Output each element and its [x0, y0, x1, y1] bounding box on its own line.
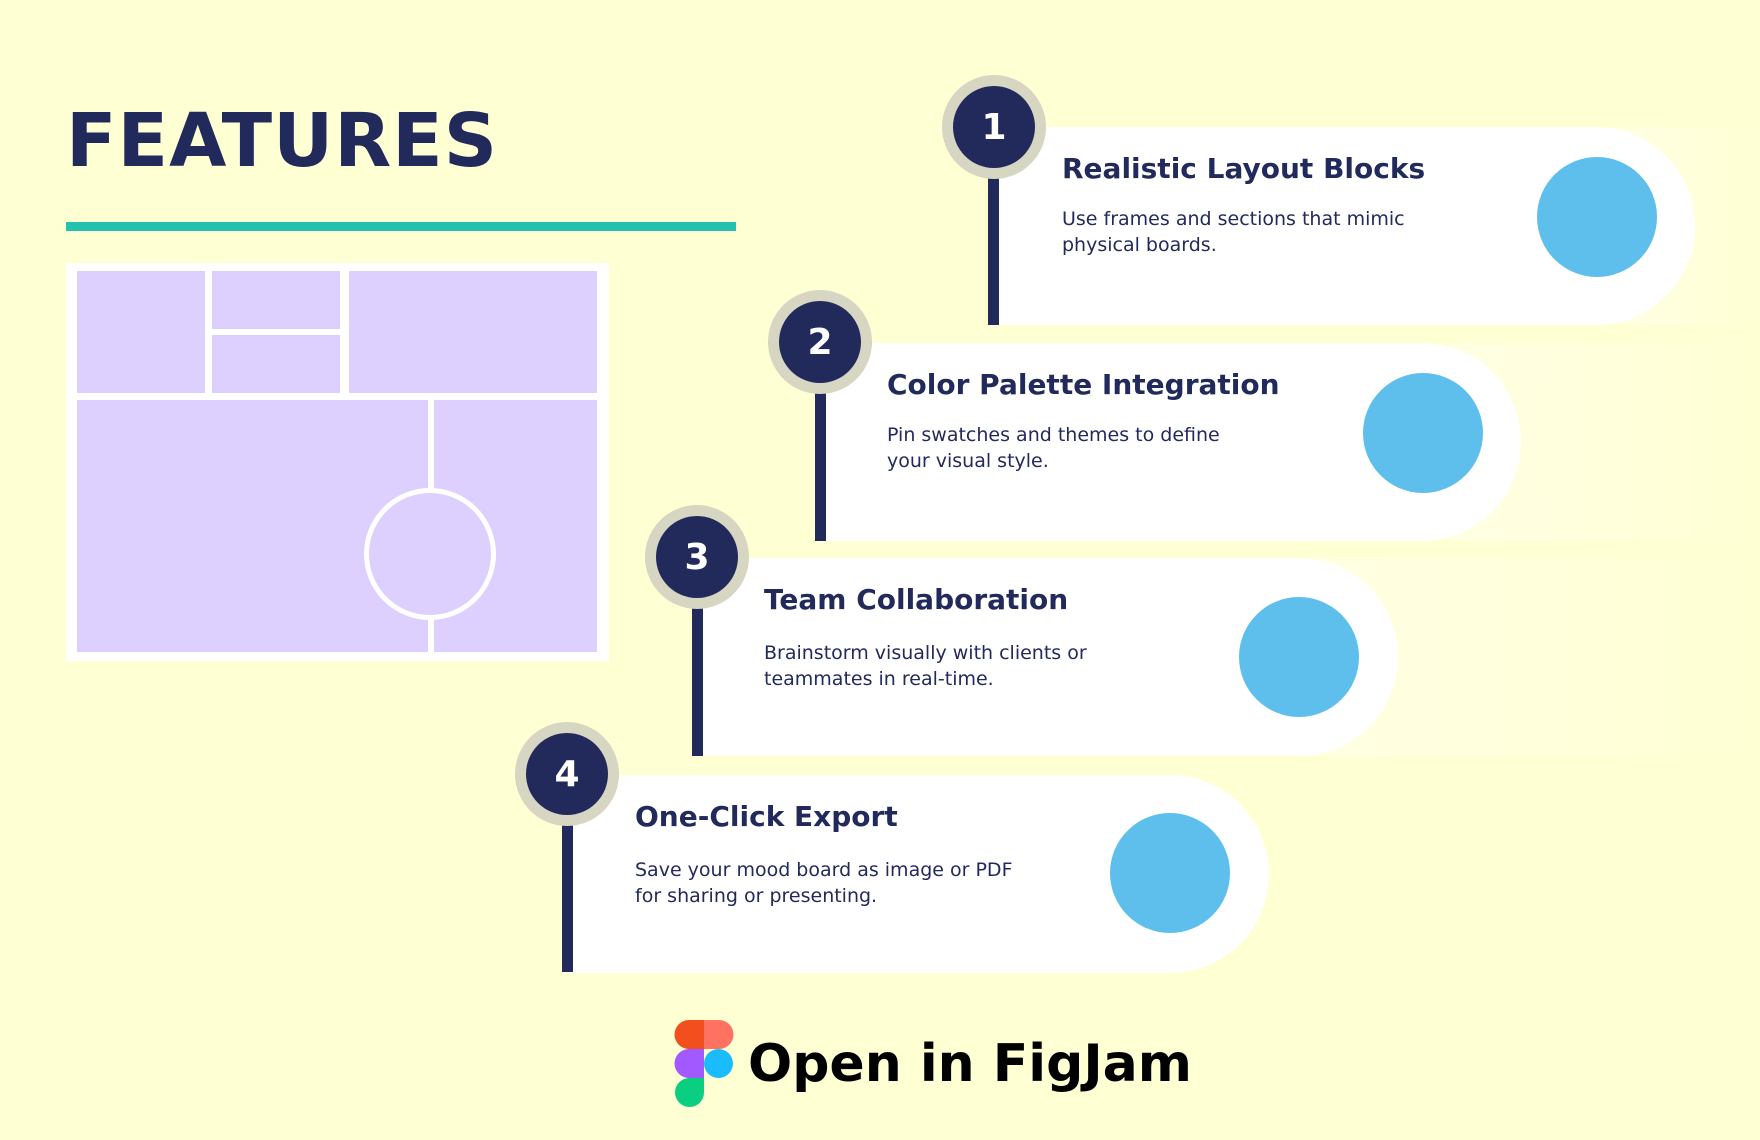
feature-number-2: 2 — [779, 301, 861, 383]
color-dot — [1239, 597, 1359, 717]
feature-title-4: One-Click Export — [635, 800, 898, 833]
color-dot — [1110, 813, 1230, 933]
pin-stem — [815, 376, 826, 541]
feature-number-1: 1 — [953, 86, 1035, 168]
feature-desc-1: Use frames and sections that mimic physi… — [1062, 208, 1405, 256]
open-in-figjam-button[interactable]: Open in FigJam — [674, 1020, 1192, 1108]
feature-desc-4: Save your mood board as image or PDF for… — [635, 859, 1013, 907]
title-underline — [66, 222, 736, 231]
board-block — [212, 335, 340, 393]
feature-title-1: Realistic Layout Blocks — [1062, 152, 1426, 185]
color-dot — [1363, 373, 1483, 493]
color-dot — [1537, 157, 1657, 277]
page-title: FEATURES — [66, 98, 499, 184]
feature-number-4: 4 — [526, 733, 608, 815]
board-circle-frame — [364, 488, 496, 620]
board-block — [77, 271, 205, 393]
feature-title-3: Team Collaboration — [764, 583, 1069, 616]
feature-title-2: Color Palette Integration — [887, 368, 1280, 401]
feature-desc-3: Brainstorm visually with clients or team… — [764, 642, 1087, 690]
feature-number-3: 3 — [656, 516, 738, 598]
board-block — [349, 271, 597, 393]
cta-label: Open in FigJam — [748, 1034, 1192, 1094]
figma-logo-icon — [674, 1020, 734, 1107]
pin-stem — [562, 808, 573, 972]
feature-desc-2: Pin swatches and themes to define your v… — [887, 424, 1220, 472]
mood-board-illustration — [66, 263, 609, 661]
board-block — [212, 271, 340, 329]
pin-stem — [692, 591, 703, 756]
pin-stem — [988, 160, 999, 325]
